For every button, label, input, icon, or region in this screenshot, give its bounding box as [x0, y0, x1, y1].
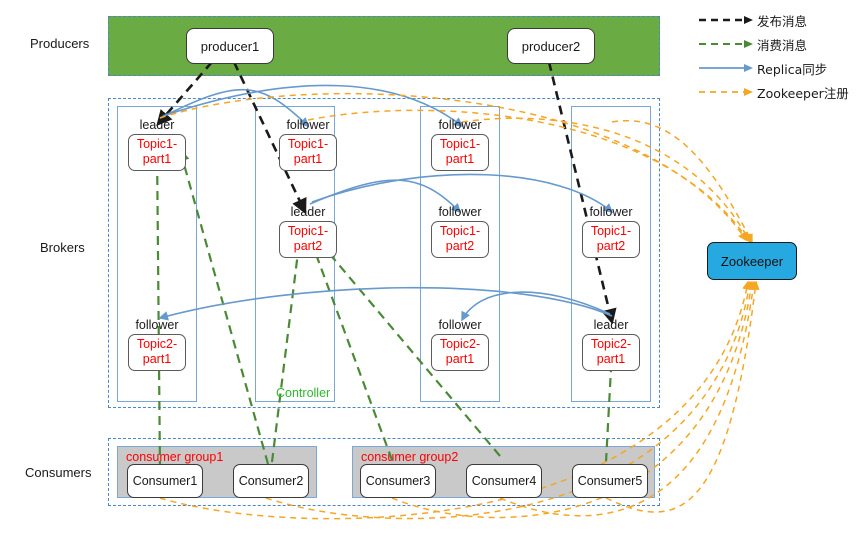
dashed-arrow-black-icon: [699, 16, 753, 24]
legend-item-consume: 消费消息: [697, 34, 862, 54]
broker-node-3-2[interactable]: follower Topic1- part2: [420, 205, 500, 258]
node-role: follower: [438, 318, 482, 332]
partition-box: Topic1- part2: [279, 221, 337, 258]
consumer-label-4: Consumer4: [471, 474, 537, 488]
legend-label-publish: 发布消息: [757, 13, 808, 29]
controller-label: Controller: [276, 386, 331, 400]
partition-box: Topic2- part1: [128, 334, 186, 371]
node-role: follower: [438, 118, 482, 132]
zookeeper-box[interactable]: Zookeeper: [707, 242, 797, 280]
partition-line2: part1: [293, 152, 323, 166]
partition-line1: Topic1-: [439, 224, 481, 238]
node-role: follower: [286, 118, 330, 132]
legend-label-consume: 消费消息: [757, 37, 808, 53]
partition-box: Topic1- part2: [431, 221, 489, 258]
row-label-consumers: Consumers: [25, 465, 92, 480]
partition-box: Topic2- part1: [431, 334, 489, 371]
partition-line1: Topic1-: [439, 137, 481, 151]
row-label-brokers: Brokers: [40, 240, 85, 255]
broker-node-4-2[interactable]: follower Topic1- part2: [571, 205, 651, 258]
dashed-arrow-green-icon: [699, 40, 753, 48]
consumer-label-1: Consumer1: [132, 474, 198, 488]
node-role: follower: [135, 318, 179, 332]
node-role: follower: [589, 205, 633, 219]
partition-line1: Topic1-: [590, 224, 632, 238]
consumer-box-3[interactable]: Consumer3: [360, 464, 436, 498]
legend: 发布消息 消费消息 Replica同步 Zookeeper注册: [697, 10, 862, 106]
legend-label-zookeeper: Zookeeper注册: [757, 85, 849, 101]
producer-label-2: producer2: [521, 38, 581, 54]
broker-node-1-1[interactable]: leader Topic1- part1: [117, 118, 197, 171]
partition-box: Topic1- part2: [582, 221, 640, 258]
producer-box-1[interactable]: producer1: [186, 28, 274, 64]
consumer-label-3: Consumer3: [365, 474, 431, 488]
consumer-box-5[interactable]: Consumer5: [572, 464, 648, 498]
partition-box: Topic1- part1: [279, 134, 337, 171]
consumer-box-2[interactable]: Consumer2: [233, 464, 309, 498]
consumer-label-2: Consumer2: [238, 474, 304, 488]
legend-item-replica: Replica同步: [697, 58, 862, 78]
broker-node-2-2[interactable]: leader Topic1- part2: [268, 205, 348, 258]
partition-box: Topic1- part1: [128, 134, 186, 171]
consumer-group-label-1: consumer group1: [126, 450, 224, 464]
consumer-group-label-2: consumer group2: [361, 450, 459, 464]
row-label-producers: Producers: [30, 36, 90, 51]
producer-box-2[interactable]: producer2: [507, 28, 595, 64]
partition-line2: part1: [445, 352, 475, 366]
partition-line1: Topic2-: [136, 337, 178, 351]
partition-line2: part2: [445, 239, 475, 253]
partition-line1: Topic1-: [287, 224, 329, 238]
partition-line1: Topic2-: [590, 337, 632, 351]
consumer-box-1[interactable]: Consumer1: [127, 464, 203, 498]
broker-node-3-3[interactable]: follower Topic2- part1: [420, 318, 500, 371]
partition-line1: Topic1-: [136, 137, 178, 151]
consumer-label-5: Consumer5: [577, 474, 643, 488]
node-role: leader: [290, 205, 326, 219]
producer-label-1: producer1: [200, 38, 260, 54]
consumer-box-4[interactable]: Consumer4: [466, 464, 542, 498]
zookeeper-label: Zookeeper: [720, 253, 784, 269]
broker-node-1-3[interactable]: follower Topic2- part1: [117, 318, 197, 371]
legend-item-publish: 发布消息: [697, 10, 862, 30]
partition-line2: part1: [142, 152, 172, 166]
broker-node-2-1[interactable]: follower Topic1- part1: [268, 118, 348, 171]
node-role: leader: [139, 118, 175, 132]
legend-label-replica: Replica同步: [757, 61, 828, 77]
partition-line2: part2: [596, 239, 626, 253]
broker-node-3-1[interactable]: follower Topic1- part1: [420, 118, 500, 171]
node-role: leader: [593, 318, 629, 332]
node-role: follower: [438, 205, 482, 219]
partition-line1: Topic2-: [439, 337, 481, 351]
partition-line2: part1: [596, 352, 626, 366]
partition-line2: part1: [142, 352, 172, 366]
partition-box: Topic1- part1: [431, 134, 489, 171]
legend-item-zookeeper: Zookeeper注册: [697, 82, 862, 102]
broker-node-4-3[interactable]: leader Topic2- part1: [571, 318, 651, 371]
partition-line2: part1: [445, 152, 475, 166]
partition-box: Topic2- part1: [582, 334, 640, 371]
partition-line1: Topic1-: [287, 137, 329, 151]
partition-line2: part2: [293, 239, 323, 253]
solid-arrow-blue-icon: [699, 64, 753, 72]
dashed-arrow-orange-icon: [699, 88, 753, 96]
